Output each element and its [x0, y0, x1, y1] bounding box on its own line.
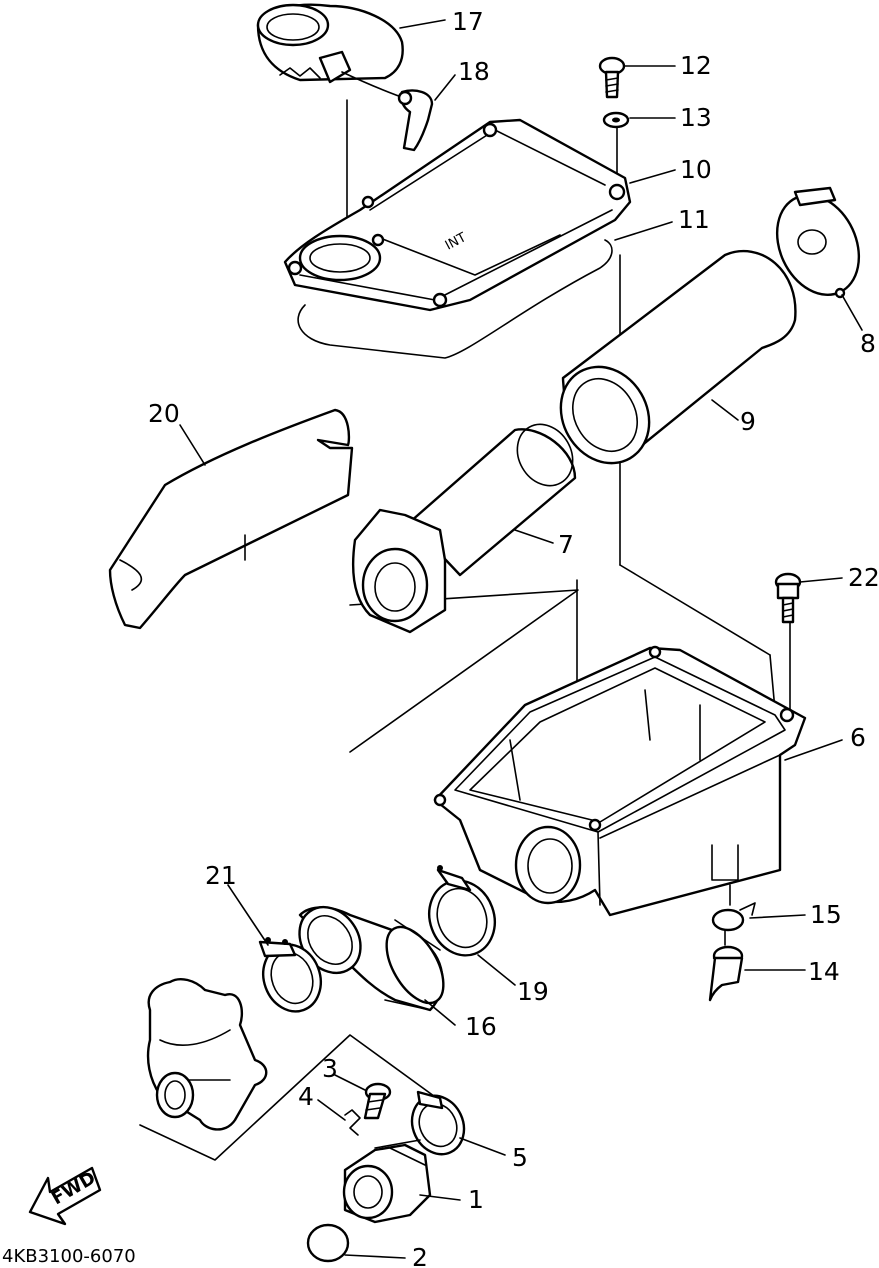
callout-6: 6: [850, 723, 866, 752]
part-9-outer-element: [559, 249, 797, 465]
callout-7: 7: [558, 530, 574, 559]
callout-11: 11: [678, 205, 710, 234]
part-6-air-filter-case: [433, 645, 807, 917]
callout-8: 8: [860, 329, 876, 358]
callout-3: 3: [322, 1054, 338, 1083]
part-10-case-cover: INT: [283, 118, 632, 312]
part-13-washer: [602, 111, 630, 129]
part-4-clip: [344, 1109, 361, 1136]
callout-21: 21: [205, 861, 237, 890]
part-17-outlet-hose: [256, 3, 404, 82]
part-19-clamp-band: [428, 865, 496, 957]
callout-14: 14: [808, 957, 840, 986]
callout-17: 17: [452, 7, 484, 36]
callout-22: 22: [848, 563, 879, 592]
part-7-inner-element: [352, 423, 577, 634]
fwd-arrow-icon: FWD: [28, 1166, 102, 1226]
part-14-drain-cap: [708, 945, 744, 1002]
part-16-air-filter-joint: [298, 905, 445, 1012]
callout-1: 1: [468, 1185, 484, 1214]
part-21-clamp-band: [258, 937, 322, 1013]
part-12-screw: [598, 56, 626, 99]
callout-5: 5: [512, 1143, 528, 1172]
part-2-o-ring: [306, 1223, 350, 1263]
part-5-clamp-band: [410, 1090, 466, 1156]
part-3-bolt: [363, 1082, 392, 1120]
callout-20: 20: [148, 399, 180, 428]
cylinder-head-reference: [139, 978, 461, 1161]
callout-labels: 17 18 12 13 10 11 8 9 7 20 22 6 15 14 19…: [148, 7, 879, 1268]
callout-2: 2: [412, 1243, 428, 1268]
part-22-bolt: [774, 572, 802, 624]
callout-10: 10: [680, 155, 712, 184]
diagram-code: 4KB3100-6070: [2, 1246, 136, 1267]
part-11-cover-gasket: [297, 239, 613, 359]
part-20-panel: [108, 408, 354, 630]
callout-12: 12: [680, 51, 712, 80]
callout-4: 4: [298, 1082, 314, 1111]
part-18-breather-hose: [318, 50, 434, 152]
callout-18: 18: [458, 57, 490, 86]
callout-13: 13: [680, 103, 712, 132]
callout-15: 15: [810, 900, 842, 929]
callout-9: 9: [740, 407, 756, 436]
part-15-clip: [711, 902, 756, 932]
leader-lines: [179, 19, 863, 1259]
callout-19: 19: [517, 977, 549, 1006]
callout-16: 16: [465, 1012, 497, 1041]
part-8-end-cap: [775, 186, 861, 299]
part-1-carburetor-joint: [342, 1139, 432, 1224]
